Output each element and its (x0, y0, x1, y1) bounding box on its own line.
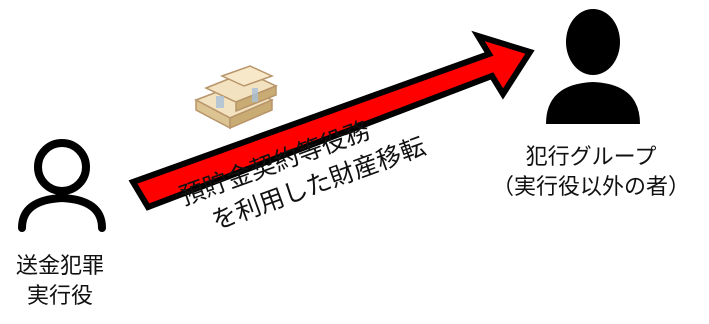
receiver-person-icon (546, 9, 640, 124)
transfer-arrow (128, 30, 535, 211)
sender-person-icon (18, 139, 106, 232)
sender-label-line1: 送金犯罪 (15, 254, 104, 279)
money-stack-icon (194, 65, 278, 130)
receiver-label: 犯行グループ （実行役以外の者） (476, 143, 706, 203)
sender-label: 送金犯罪 実行役 (0, 252, 120, 312)
receiver-label-line1: 犯行グループ (525, 145, 657, 170)
receiver-label-line2: （実行役以外の者） (491, 175, 690, 200)
sender-label-line2: 実行役 (26, 284, 93, 309)
